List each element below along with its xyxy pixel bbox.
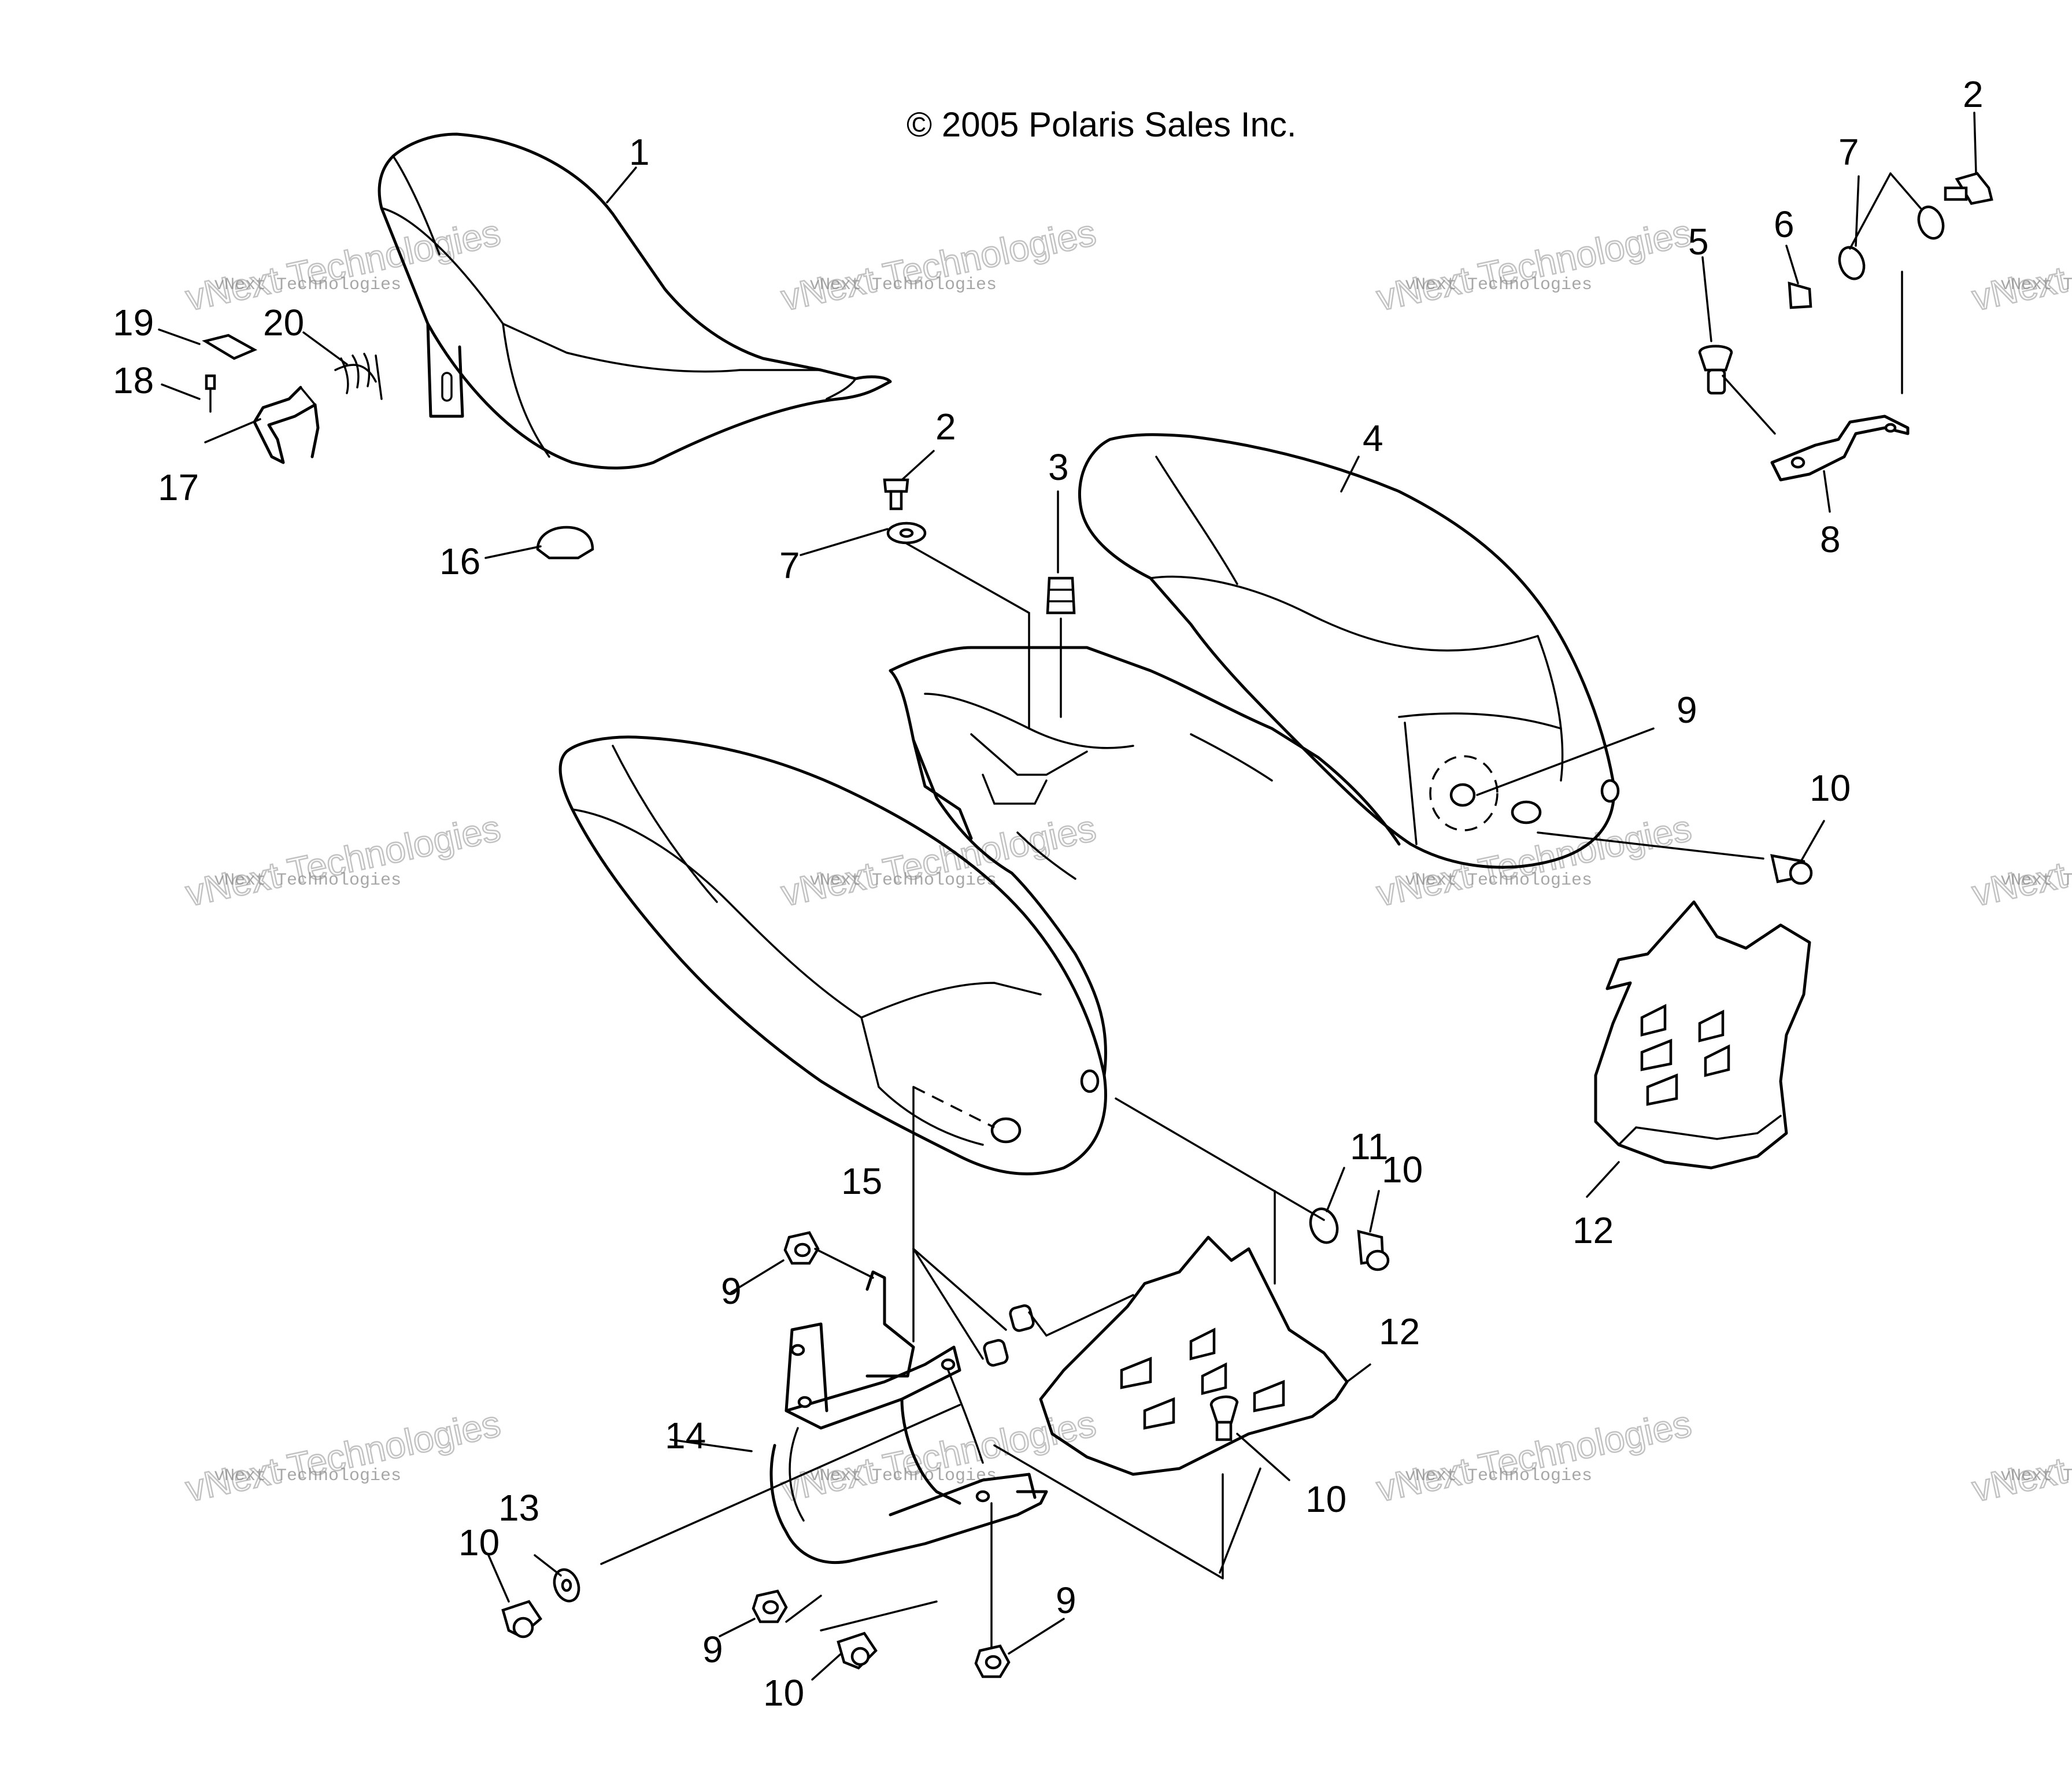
callout-1: 1 <box>629 131 650 173</box>
callout-15: 15 <box>841 1160 882 1202</box>
callout-7: 7 <box>779 545 800 586</box>
watermark-text: vNext Technologies <box>2000 1466 2072 1486</box>
latch-spring-part <box>334 353 383 400</box>
callout-10: 10 <box>1810 767 1851 809</box>
seat-latch-part <box>253 386 320 464</box>
skid-plate-right-part <box>1594 900 1811 1170</box>
callout-7: 7 <box>1838 131 1859 173</box>
callout-2: 2 <box>935 406 956 447</box>
watermark-text: vNext Technologies <box>2000 871 2072 890</box>
callout-16: 16 <box>439 541 480 582</box>
callout-10: 10 <box>1305 1478 1346 1520</box>
watermark-text: vNext Technologies <box>1969 212 2072 319</box>
watermark-text: vNext Technologies <box>1373 212 1695 319</box>
callout-18: 18 <box>113 360 154 401</box>
watermark-text: vNext Technologies <box>809 871 997 890</box>
watermark-text: vNext Technologies <box>1969 1403 2072 1510</box>
watermark-text: vNext Technologies <box>214 871 401 890</box>
watermark-text: vNext Technologies <box>809 1466 997 1486</box>
watermark-text: vNext Technologies <box>1405 871 1592 890</box>
callout-8: 8 <box>1820 519 1841 560</box>
hardware-layer <box>501 172 1993 1678</box>
seat-part <box>378 132 892 469</box>
callout-5: 5 <box>1688 221 1709 262</box>
callout-2: 2 <box>1963 73 1984 115</box>
callout-12: 12 <box>1379 1311 1420 1352</box>
callout-9: 9 <box>1677 689 1697 731</box>
callout-20: 20 <box>263 302 304 343</box>
watermark-text: vNext Technologies <box>1373 1403 1695 1510</box>
watermark-text: vNext Technologies <box>1969 807 2072 915</box>
callout-3: 3 <box>1048 446 1069 488</box>
watermark-text: vNext Technologies <box>2000 275 2072 295</box>
callout-14: 14 <box>665 1415 706 1456</box>
callout-layer: 1 2 2 3 4 5 6 7 7 8 9 9 9 9 10 10 10 10 … <box>113 73 1984 1714</box>
copyright-text: © 2005 Polaris Sales Inc. <box>906 105 1297 144</box>
watermark-text: vNext Technologies <box>214 275 401 295</box>
callout-4: 4 <box>1363 417 1383 459</box>
callout-17: 17 <box>158 467 199 508</box>
callout-9: 9 <box>1056 1580 1076 1621</box>
latch-pin-part <box>205 374 216 413</box>
assembly-lines <box>600 172 1922 1649</box>
watermark-text: vNext Technologies <box>1373 807 1695 915</box>
mount-bracket-part <box>1770 415 1910 482</box>
callout-19: 19 <box>113 302 154 343</box>
callout-12: 12 <box>1572 1210 1614 1251</box>
latch-plate-part <box>202 334 258 360</box>
callout-11: 11 <box>1350 1126 1388 1167</box>
watermark-text: vNext Technologies <box>1405 1466 1592 1486</box>
callout-10: 10 <box>1382 1149 1423 1190</box>
watermark-text: vNext Technologies <box>214 1466 401 1486</box>
bumper-bracket-part <box>769 1270 1048 1565</box>
watermark-text: vNext Technologies <box>182 807 504 915</box>
rear-fender-part <box>1078 433 1620 869</box>
skid-plate-center-part <box>1039 1236 1349 1476</box>
callout-9: 9 <box>721 1270 742 1312</box>
watermark-text: vNext Technologies <box>182 1403 504 1510</box>
callout-6: 6 <box>1774 204 1794 245</box>
callout-10: 10 <box>763 1672 804 1714</box>
watermark-text: vNext Technologies <box>778 212 1100 319</box>
front-fender-part <box>558 735 1107 1175</box>
callout-9: 9 <box>702 1629 723 1670</box>
leader-lines <box>158 112 1977 1681</box>
watermark-text: vNext Technologies <box>1405 275 1592 295</box>
callout-13: 13 <box>498 1487 539 1529</box>
watermark-text: vNext Technologies <box>809 275 997 295</box>
callout-10: 10 <box>458 1522 500 1563</box>
